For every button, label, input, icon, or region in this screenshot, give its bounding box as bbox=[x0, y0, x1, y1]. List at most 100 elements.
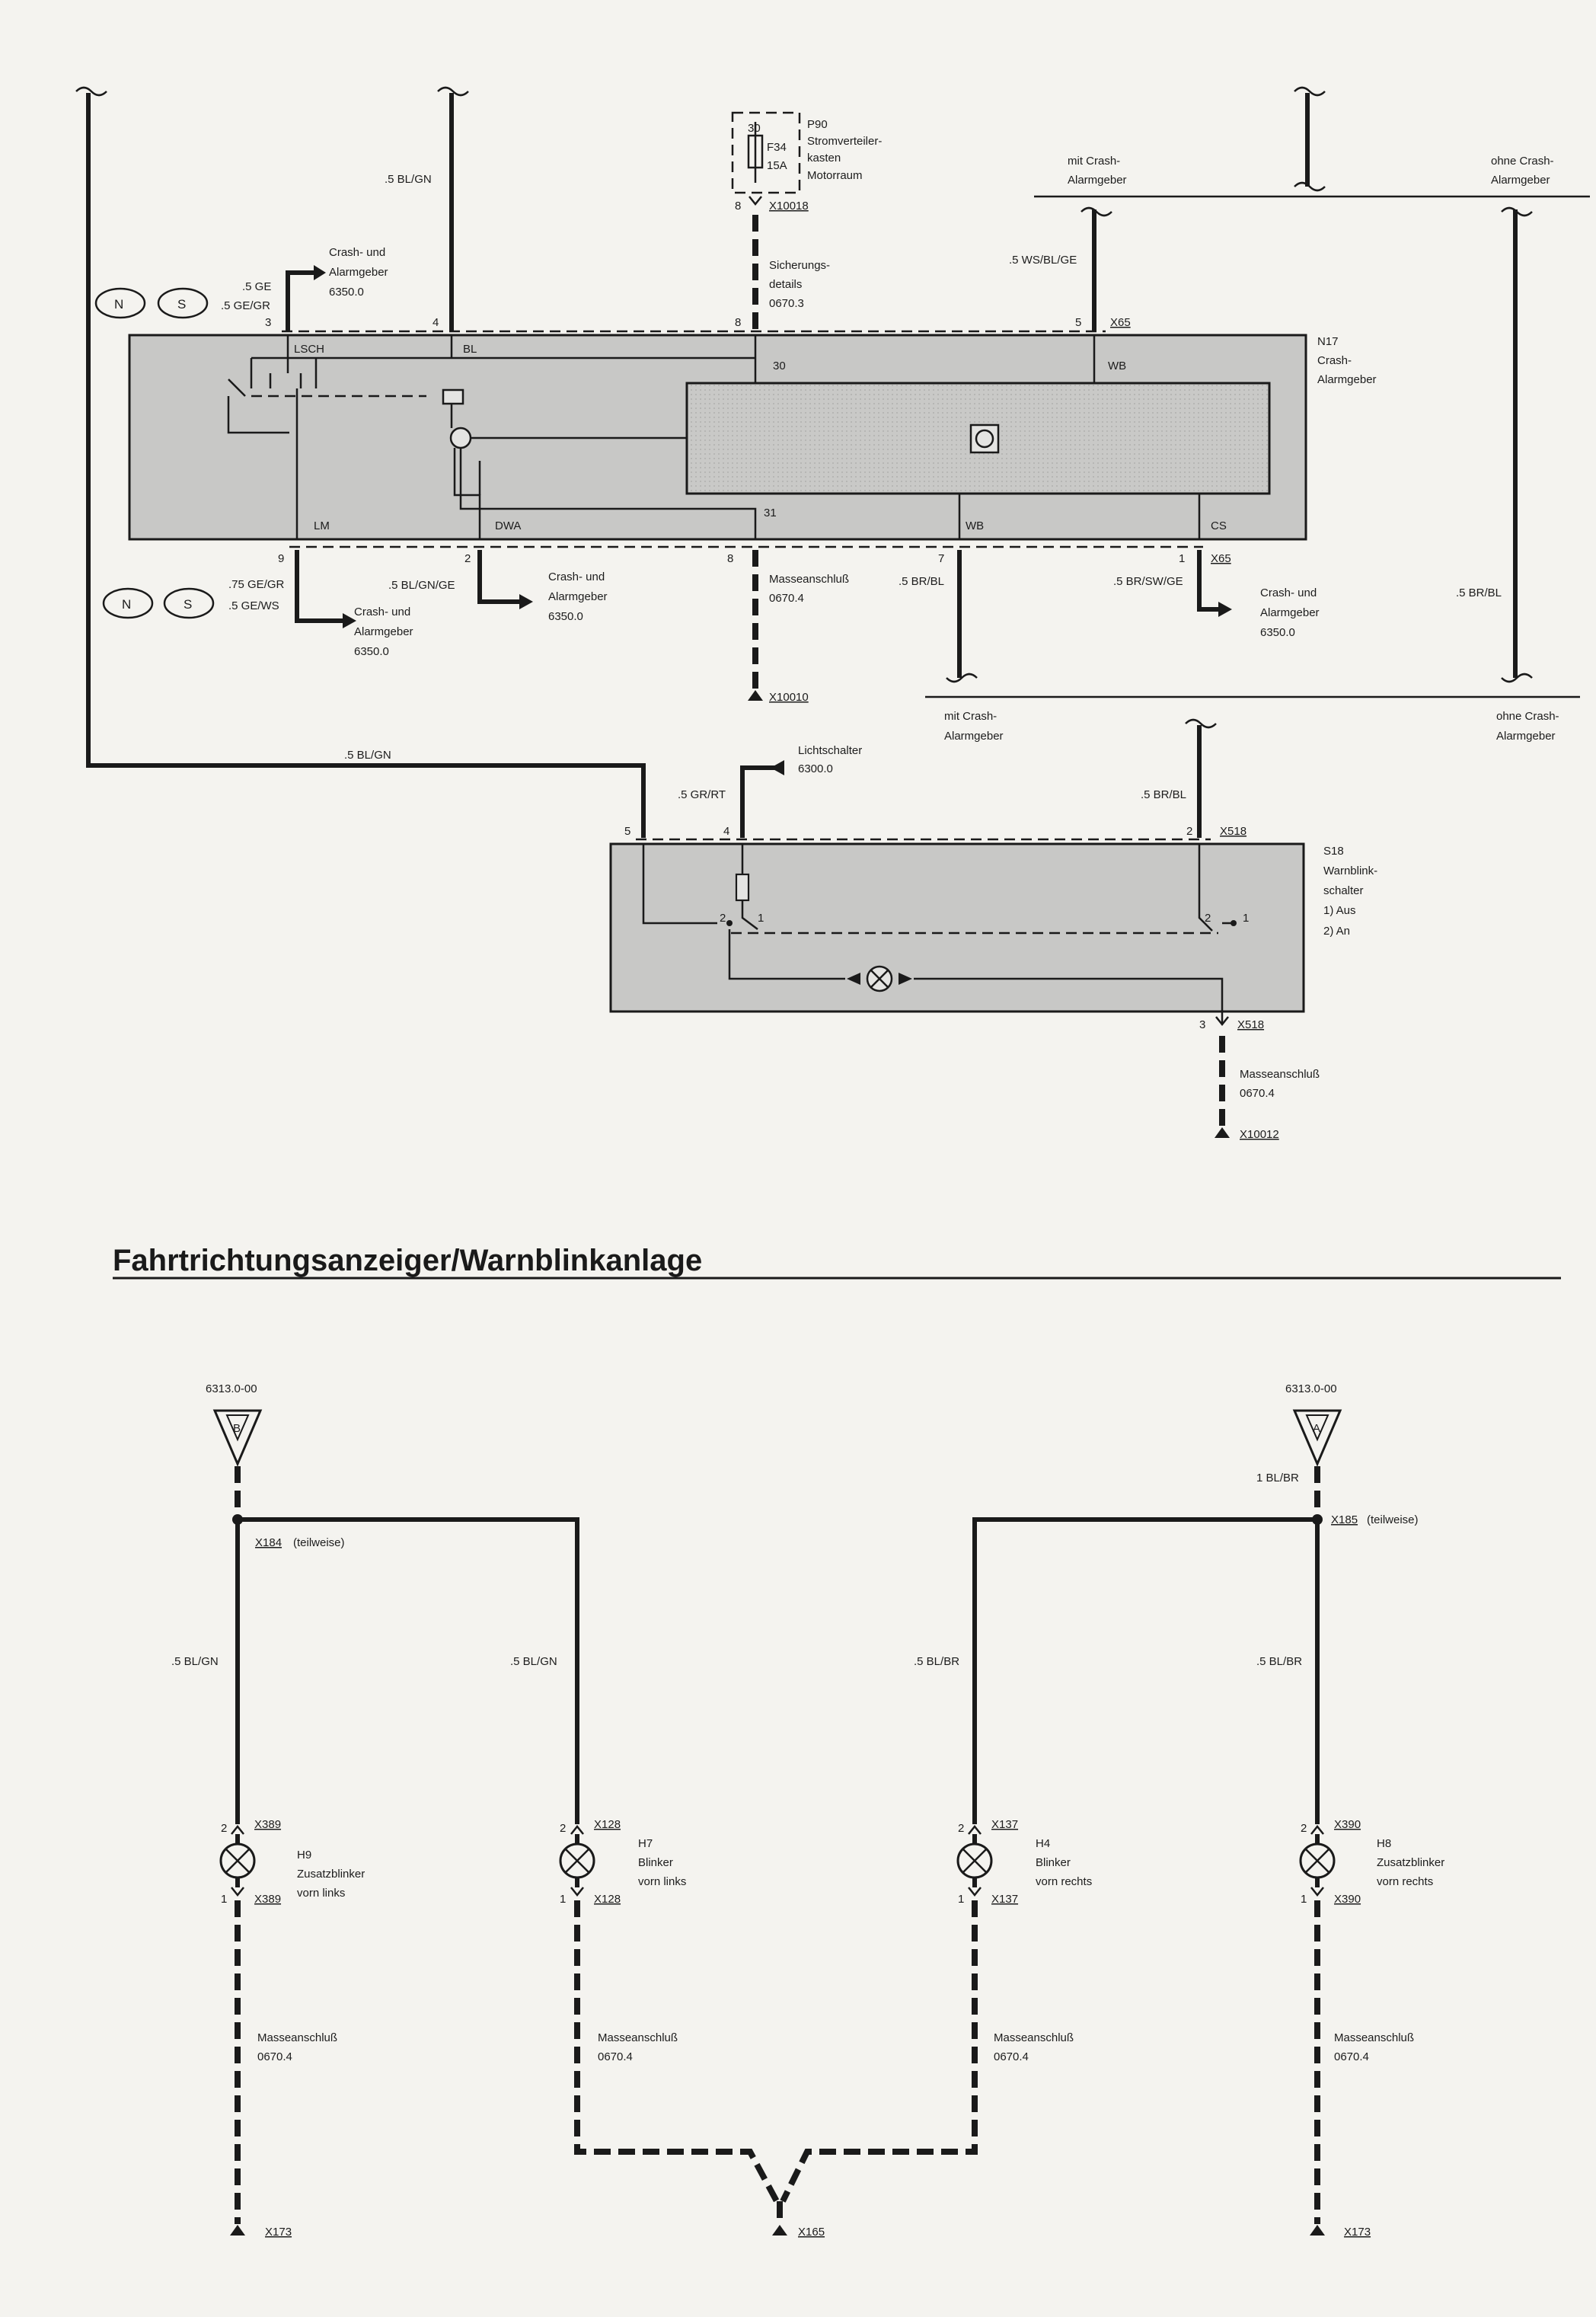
connector-label: X128 bbox=[594, 1818, 621, 1831]
wire-label: .5 BR/BL bbox=[899, 575, 944, 588]
option-badge-n bbox=[102, 587, 154, 619]
internal-wire bbox=[958, 494, 1201, 539]
arrow-to-crash bbox=[1218, 602, 1232, 617]
ref-label: 6313.0-00 bbox=[1285, 1382, 1337, 1395]
ground-symbol bbox=[1215, 1127, 1230, 1138]
lamp-arrow bbox=[847, 973, 912, 985]
sicherung-label: details bbox=[769, 278, 802, 291]
airbag-icon bbox=[969, 423, 1000, 454]
pin-number: 2 bbox=[560, 1822, 566, 1835]
pin-number: 5 bbox=[624, 825, 630, 838]
wire-label: .5 BL/GN bbox=[171, 1655, 219, 1668]
wire-label: .5 BL/GN bbox=[510, 1655, 557, 1668]
wire-label: .5 BR/BL bbox=[1456, 586, 1502, 599]
wire-bl-gn-left bbox=[86, 93, 646, 838]
switch-contact bbox=[1231, 920, 1237, 926]
crash-label: Crash- und bbox=[354, 606, 410, 618]
pin-number: 1 bbox=[1179, 552, 1185, 565]
arrow-to-crash bbox=[519, 594, 533, 609]
wire-label: .5 WS/BL/GE bbox=[1009, 254, 1077, 267]
switch-pos: 1 bbox=[1243, 912, 1249, 925]
badge-s: S bbox=[177, 297, 186, 312]
switch-pos: 2 bbox=[1205, 912, 1211, 925]
bulb-cross bbox=[1304, 1848, 1330, 1874]
option-badge-s bbox=[157, 287, 209, 319]
n17-terminal: BL bbox=[463, 343, 477, 356]
connector-mark bbox=[1310, 1887, 1324, 1897]
connector-mark bbox=[570, 1887, 584, 1897]
connector-label: X128 bbox=[594, 1893, 621, 1906]
wire-dwa bbox=[477, 550, 525, 604]
ground-connector: X173 bbox=[1344, 2226, 1371, 2239]
pin-number: 4 bbox=[723, 825, 729, 838]
badge-s: S bbox=[184, 597, 192, 612]
bulb-cross bbox=[564, 1848, 590, 1874]
splice-label: X184 bbox=[255, 1536, 282, 1549]
triangle-letter: B bbox=[233, 1422, 241, 1435]
p90-label: Stromverteiler- bbox=[807, 135, 882, 148]
n17-terminal: WB bbox=[1108, 360, 1126, 372]
p90-fuse-box bbox=[731, 111, 801, 194]
lamp-desc: vorn rechts bbox=[1036, 1875, 1092, 1888]
pin-number: 2 bbox=[1301, 1822, 1307, 1835]
pin-number: 2 bbox=[1186, 825, 1192, 838]
p90-label: P90 bbox=[807, 118, 828, 131]
lamp-desc: Zusatzblinker bbox=[297, 1868, 365, 1881]
n17-terminal: 30 bbox=[773, 360, 786, 372]
connector-label: X10018 bbox=[769, 200, 809, 213]
ohne-crash-label: Alarmgeber bbox=[1491, 174, 1550, 187]
s18-name: Warnblink- bbox=[1323, 864, 1377, 877]
connector-mark bbox=[1215, 1016, 1229, 1027]
badge-n: N bbox=[122, 597, 131, 612]
connector-label: X518 bbox=[1237, 1018, 1264, 1031]
crash-label: 6350.0 bbox=[548, 610, 583, 623]
pin-number: 8 bbox=[735, 316, 741, 329]
wire-label: .5 BR/BL bbox=[1141, 788, 1186, 801]
wire-break-mark bbox=[1294, 86, 1326, 97]
ref-label: 6313.0-00 bbox=[206, 1382, 257, 1395]
pin-number: 1 bbox=[221, 1893, 227, 1906]
lamp-desc: Zusatzblinker bbox=[1377, 1856, 1444, 1869]
connector-label: X65 bbox=[1110, 316, 1131, 329]
warning-lamp-cross bbox=[870, 970, 889, 988]
wire-ground bbox=[780, 1900, 978, 2203]
internal-wire bbox=[286, 335, 1096, 383]
wire-break-mark bbox=[1501, 673, 1533, 683]
masse-label: Masseanschluß bbox=[1334, 2031, 1414, 2044]
masse-label: Masseanschluß bbox=[1240, 1068, 1320, 1081]
pin-number: 5 bbox=[1075, 316, 1081, 329]
n17-terminal: 31 bbox=[764, 507, 777, 519]
pin-number: 2 bbox=[464, 552, 471, 565]
arrow-to-lichtschalter bbox=[771, 760, 784, 775]
fuse-name: F34 bbox=[767, 141, 787, 154]
pin-number: 4 bbox=[433, 316, 439, 329]
p90-pin30: 30 bbox=[748, 122, 761, 135]
connector-mark bbox=[570, 1824, 584, 1835]
connector-label: X390 bbox=[1334, 1893, 1361, 1906]
pin-number: 3 bbox=[1199, 1018, 1205, 1031]
lamp-desc: vorn links bbox=[638, 1875, 686, 1888]
crash-label: Alarmgeber bbox=[329, 266, 388, 279]
mit-crash-label: mit Crash- bbox=[944, 710, 997, 723]
masse-label: Masseanschluß bbox=[598, 2031, 678, 2044]
ground-symbol bbox=[230, 2225, 245, 2236]
lamp-h9: 2 X389 1 X389 H9 Zusatzblinker vorn link… bbox=[219, 1818, 365, 2239]
connector-mark bbox=[749, 196, 762, 206]
antenna-triangle-inner bbox=[1305, 1414, 1329, 1442]
ground-connector: X173 bbox=[265, 2226, 292, 2239]
ground-connector: X10012 bbox=[1240, 1128, 1279, 1141]
wire-ge-pin3 bbox=[286, 270, 320, 331]
n17-name: N17 bbox=[1317, 335, 1339, 348]
switch-pos: 2 bbox=[720, 912, 726, 925]
sicherung-label: 0670.3 bbox=[769, 297, 804, 310]
internal-wire bbox=[250, 358, 318, 388]
p90-label: Motorraum bbox=[807, 169, 863, 182]
bulb-cross bbox=[225, 1848, 251, 1874]
n17-terminal: DWA bbox=[495, 519, 521, 532]
lamp-id: H4 bbox=[1036, 1837, 1050, 1850]
masse-label: Masseanschluß bbox=[994, 2031, 1074, 2044]
wire-label: .5 BL/GN bbox=[344, 749, 391, 762]
pin-number: 9 bbox=[278, 552, 284, 565]
internal-wire bbox=[642, 844, 744, 925]
